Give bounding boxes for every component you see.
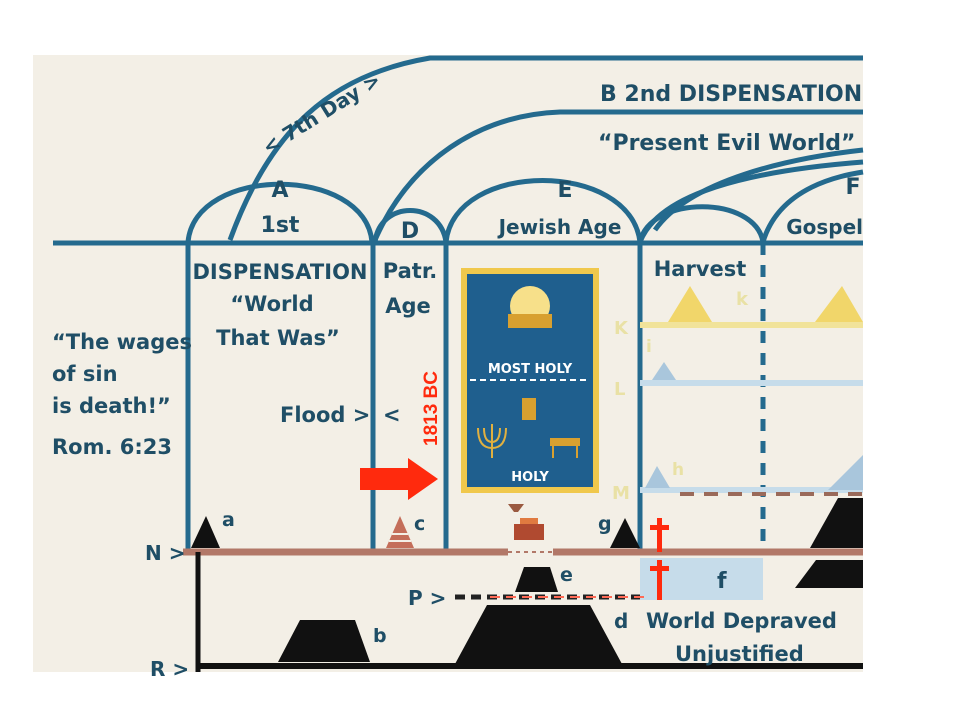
- second-dispensation-arc: [372, 109, 863, 242]
- world-depraved-label: World Depraved: [646, 609, 837, 633]
- plane-n-label: N >: [145, 541, 185, 565]
- gospel-label: Gospel: [786, 215, 863, 239]
- jewish-age-label: Jewish Age: [497, 215, 622, 239]
- rom-reference: Rom. 6:23: [52, 435, 172, 459]
- patr-label: Patr.: [383, 259, 437, 283]
- point-f: f: [717, 569, 727, 594]
- cross-upper-vertical: [657, 518, 662, 552]
- incense-altar-icon: [522, 398, 536, 420]
- pyramid-c: [386, 516, 414, 548]
- point-a: a: [222, 509, 235, 531]
- harvest-label: Harvest: [654, 257, 747, 281]
- pyramid-e: [515, 567, 558, 592]
- arrow-head-icon: [408, 458, 438, 500]
- unjustified-label: Unjustified: [675, 642, 804, 666]
- world-that-was-line-2: That Was”: [216, 326, 340, 350]
- pyramid-b: [278, 620, 370, 662]
- tabernacle: MOST HOLY HOLY: [461, 268, 599, 493]
- plane-r-label: R >: [150, 657, 189, 681]
- pyramid-right-pale: [828, 455, 863, 490]
- wages-line-1: “The wages: [52, 330, 192, 354]
- pyramid-right-upper: [810, 498, 863, 548]
- pyramid-g: [610, 518, 640, 548]
- flood-label: Flood >: [280, 403, 370, 427]
- plane-n-gap: [508, 546, 553, 558]
- arc-a-ordinal: 1st: [261, 213, 300, 238]
- pyramids: [191, 498, 863, 664]
- date-label: 1813 BC: [421, 371, 442, 446]
- level-l-label: L: [614, 379, 625, 400]
- altar-fire-icon: [520, 518, 538, 524]
- lampstand-icon: [477, 424, 507, 458]
- altar-icon: [514, 524, 544, 540]
- point-i: i: [646, 337, 652, 357]
- pyramid-right-lower: [795, 560, 863, 588]
- level-m-label: M: [612, 483, 630, 504]
- dispensation-label: DISPENSATION: [193, 260, 368, 284]
- holy-label: HOLY: [511, 470, 549, 485]
- point-g: g: [598, 513, 612, 535]
- arc-a: [185, 181, 375, 243]
- laver-icon: [508, 504, 524, 512]
- level-k-label: K: [614, 318, 629, 339]
- point-d: d: [614, 609, 628, 633]
- arc-e: [443, 178, 643, 243]
- point-c: c: [414, 513, 425, 535]
- arc-f-letter: F: [845, 175, 860, 200]
- shewbread-table-icon: [550, 438, 580, 446]
- flood-arrow: <: [383, 403, 401, 427]
- arc-d-letter: D: [401, 219, 419, 244]
- pyramid-a: [191, 516, 220, 548]
- wages-line-3: is death!”: [52, 394, 171, 418]
- arc-f: [760, 169, 864, 243]
- cross-upper-horizontal: [650, 525, 669, 530]
- present-evil-world-label: “Present Evil World”: [598, 131, 856, 156]
- age-label: Age: [385, 294, 431, 318]
- second-dispensation-label: B 2nd DISPENSATION: [600, 82, 862, 107]
- triangle-i: [652, 362, 676, 380]
- arrow-shaft: [360, 468, 410, 490]
- pyramid-d: [455, 605, 622, 664]
- cross-lower-vertical: [657, 560, 662, 600]
- point-b: b: [373, 625, 387, 647]
- most-holy-label: MOST HOLY: [488, 362, 573, 377]
- arc-e-f-2: [652, 147, 864, 232]
- seventh-day-arc: [227, 55, 863, 241]
- world-that-was-line-1: “World: [230, 292, 313, 316]
- arc-e-letter: E: [557, 178, 572, 203]
- arc-a-letter: A: [271, 178, 288, 203]
- point-h: h: [672, 460, 684, 480]
- wages-line-2: of sin: [52, 362, 118, 386]
- triangle-h: [645, 466, 670, 488]
- crosses: [650, 518, 669, 600]
- point-e: e: [560, 564, 573, 586]
- plane-p-label: P >: [408, 586, 446, 610]
- age-arcs: [53, 55, 864, 550]
- crown-k: [668, 286, 712, 322]
- harvest-crowns: [645, 286, 863, 490]
- cross-lower-horizontal: [650, 566, 669, 571]
- court-furniture: [508, 504, 544, 540]
- ark-icon: [508, 314, 552, 328]
- highlight-arrow: [360, 458, 438, 500]
- arc-d: [372, 208, 449, 243]
- point-k: k: [736, 289, 749, 310]
- crown-k-right: [815, 286, 863, 322]
